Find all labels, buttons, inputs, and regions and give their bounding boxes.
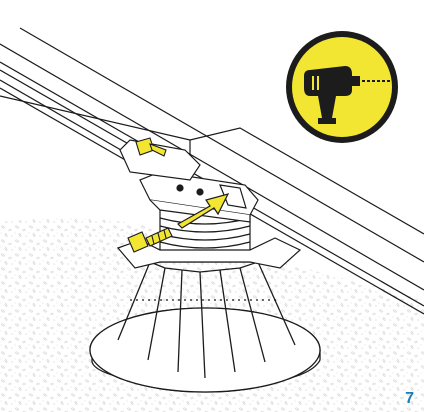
joist-beam [0,27,424,315]
threaded-column [116,209,302,269]
screw-lower [127,227,173,253]
pedestal-base [89,261,321,393]
step-number: 7 [405,390,414,407]
power-drill-icon [286,31,398,143]
direction-arrow [177,193,230,229]
screw-upper [135,137,167,157]
